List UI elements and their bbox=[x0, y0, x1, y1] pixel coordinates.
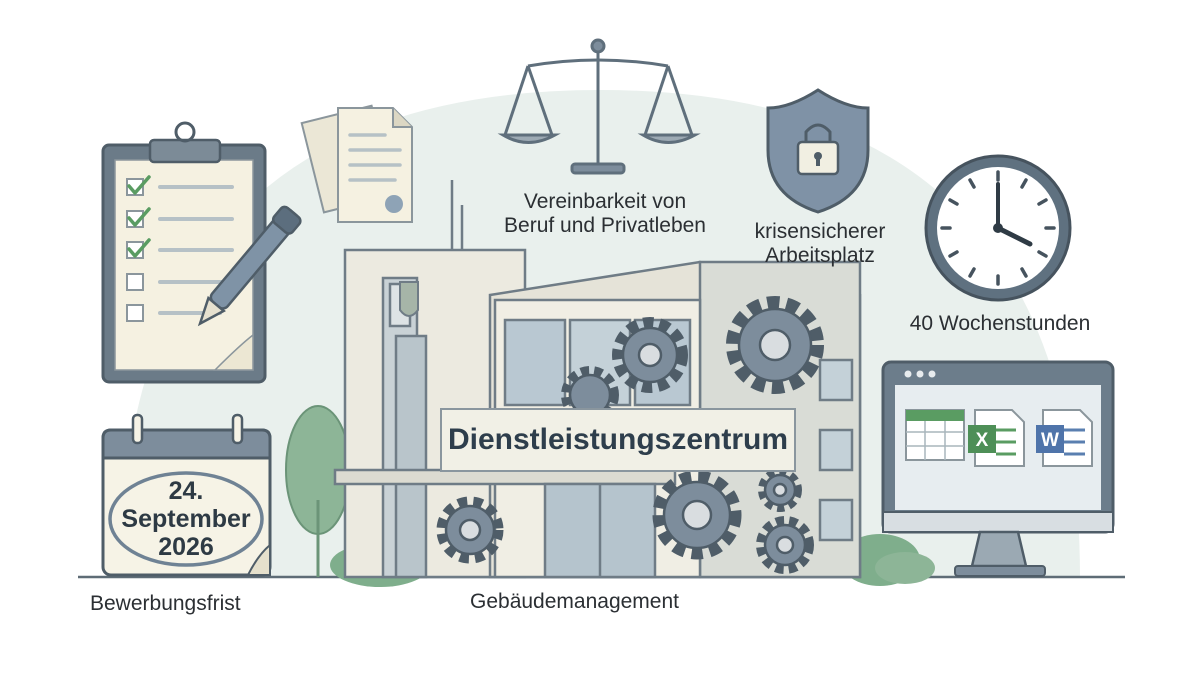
building-sign: Dienstleistungszentrum bbox=[440, 408, 796, 472]
calendar-date: 24. September 2026 bbox=[104, 474, 268, 564]
documents-icon bbox=[300, 104, 413, 223]
department-label: Gebäudemanagement bbox=[470, 590, 679, 613]
excel-icon: X bbox=[968, 409, 1025, 467]
calendar-day: 24. bbox=[168, 477, 204, 505]
job-security-label: krisensicherer Arbeitsplatz bbox=[730, 220, 910, 268]
work-life-line-1: Vereinbarkeit von bbox=[523, 190, 687, 213]
weekly-hours-label: 40 Wochenstunden bbox=[909, 312, 1091, 335]
spreadsheet-icon bbox=[905, 409, 965, 461]
work-life-balance-label: Vereinbarkeit von Beruf und Privatleben bbox=[470, 190, 740, 238]
word-letter: W bbox=[1041, 430, 1059, 451]
job-security-line-2: Arbeitsplatz bbox=[765, 244, 875, 267]
job-security-line-1: krisensicherer bbox=[754, 220, 886, 243]
clipboard-checklist-icon bbox=[101, 121, 267, 384]
deadline-label: Bewerbungsfrist bbox=[90, 592, 241, 615]
excel-letter: X bbox=[976, 430, 989, 451]
gear-icon bbox=[436, 296, 824, 574]
clock-icon bbox=[924, 154, 1072, 302]
work-life-line-2: Beruf und Privatleben bbox=[504, 214, 706, 237]
calendar-icon bbox=[101, 413, 272, 577]
building-sign-text: Dienstleistungszentrum bbox=[447, 423, 789, 456]
scales-icon bbox=[497, 38, 701, 175]
word-icon: W bbox=[1036, 409, 1093, 467]
calendar-month: September bbox=[121, 505, 251, 533]
calendar-year: 2026 bbox=[158, 533, 214, 561]
shield-lock-icon bbox=[766, 88, 870, 214]
pen-icon bbox=[197, 205, 302, 327]
